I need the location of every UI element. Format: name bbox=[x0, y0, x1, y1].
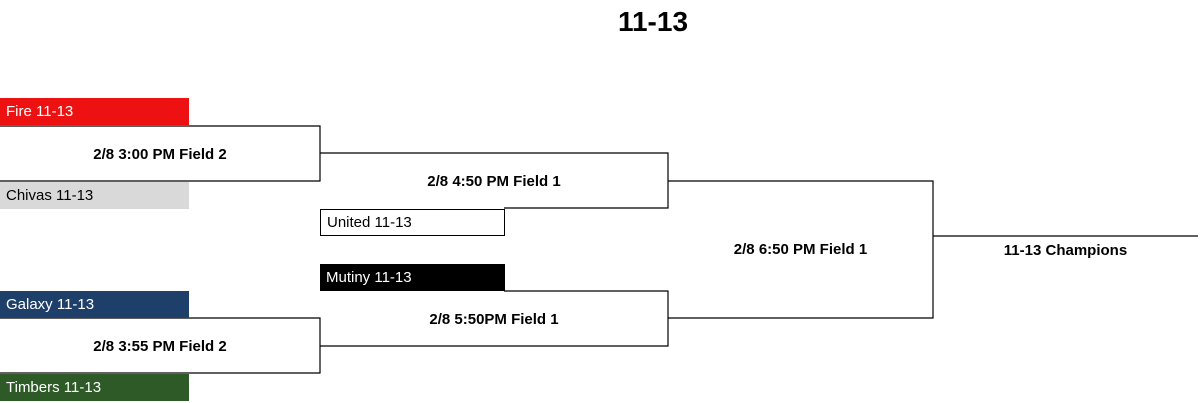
game-label-r1-top: 2/8 3:00 PM Field 2 bbox=[93, 146, 227, 163]
game-label-r1-bottom: 2/8 3:55 PM Field 2 bbox=[93, 338, 227, 355]
team-slot-galaxy: Galaxy 11-13 bbox=[0, 291, 189, 318]
team-slot-mutiny: Mutiny 11-13 bbox=[320, 264, 505, 291]
team-slot-united: United 11-13 bbox=[320, 209, 505, 236]
game-label-semi-top: 2/8 4:50 PM Field 1 bbox=[427, 173, 561, 190]
game-label-final: 2/8 6:50 PM Field 1 bbox=[733, 241, 868, 258]
champion-label: 11-13 Champions bbox=[1003, 242, 1128, 259]
bracket-title: 11-13 bbox=[617, 6, 689, 37]
game-label-semi-bottom: 2/8 5:50PM Field 1 bbox=[429, 311, 559, 328]
team-slot-timbers: Timbers 11-13 bbox=[0, 374, 189, 401]
team-slot-fire: Fire 11-13 bbox=[0, 98, 189, 125]
final-connector bbox=[668, 180, 934, 319]
team-slot-chivas: Chivas 11-13 bbox=[0, 182, 189, 209]
